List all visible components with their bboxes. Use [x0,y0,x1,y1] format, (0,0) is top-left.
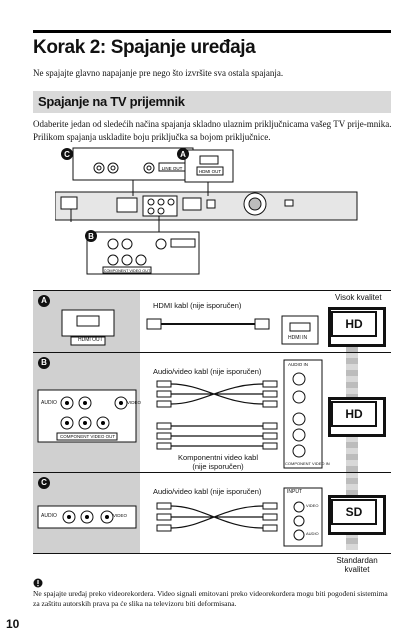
rca-jacks-c [93,162,155,174]
device-c-audio-label: AUDIO [41,513,57,519]
player-rear-panel-figure: LINE OUT HDMI OUT COMPONENT VIDEO OUT C … [55,147,358,275]
tv-b-audio-in-label: AUDIO IN [288,362,309,367]
standard-quality-label: Standardan kvalitet [322,556,392,574]
page-title: Korak 2: Spajanje uređaja [33,37,256,58]
intro-text: Ne spajajte glavno napajanje pre nego št… [33,68,284,78]
av-cable-c [156,502,278,532]
tv-b-jacks [283,359,323,469]
hdmi-in-label: HDMI IN [288,335,308,341]
tv-b-screen: HD [331,401,377,427]
badge-c: C [38,477,50,489]
device-b-component-label: COMPONENT VIDEO OUT [60,434,116,439]
device-b-jacks [37,389,137,443]
section-bar [33,91,391,113]
note-text: Ne spajajte uređaj preko videorekordera.… [33,589,388,608]
av-cable-caption-b: Audio/video kabl (nije isporučen) [153,367,262,376]
title-rule [33,30,391,33]
tv-c-screen: SD [331,499,377,525]
badge-c-top: C [64,150,70,159]
badge-b: B [38,357,50,369]
component-cable-b [156,422,278,450]
hdmi-out-jack [61,309,115,346]
tv-c-video-label: VIDEO [306,503,319,508]
device-c-video-label: VIDEO [113,513,128,518]
tv-c-audio-label: AUDIO [306,531,319,536]
component-out-label-top: COMPONENT VIDEO OUT [104,269,151,273]
note-icon [33,578,43,588]
tv-a-screen: HD [331,311,377,337]
device-b-video-label: VIDEO [127,400,142,405]
standard-quality-line1: Standardan [336,556,378,565]
hdmi-in-jack [281,315,319,345]
component-cable-caption: Komponentni video kabl (nije isporučen) [163,453,273,471]
section-title: Spajanje na TV prijemnik [38,94,185,109]
tv-b-component-in-label: COMPONENT VIDEO IN [285,461,330,466]
panel-c: C AUDIO VIDEO Audio/video kabl (nije isp… [33,472,391,554]
hdmi-out-label-top: HDMI OUT [199,169,221,174]
component-cable-caption-line1: Komponentni video kabl [177,453,259,462]
panel-a: A HDMI OUT HDMI kabl (nije isporučen) HD… [33,290,391,353]
component-cable-caption-line2: (nije isporučen) [192,462,244,471]
hdmi-cable [146,318,270,330]
page-number: 10 [6,617,20,631]
panel-b: B AUDIO VIDEO COMPONENT VIDEO OUT Audio/… [33,352,391,473]
badge-b-top: B [88,232,94,241]
av-cable-b [156,380,278,408]
hdmi-out-label: HDMI OUT [78,337,103,343]
av-cable-caption-c: Audio/video kabl (nije isporučen) [153,487,262,496]
tv-c-jacks [283,487,323,547]
badge-a-top: A [180,150,186,159]
standard-quality-line2: kvalitet [344,565,370,574]
device-b-audio-label: AUDIO [41,400,57,406]
device-c-jacks [37,505,137,529]
hdmi-cable-caption: HDMI kabl (nije isporučen) [153,301,242,310]
badge-a: A [38,295,50,307]
tv-c-input-label: INPUT [287,489,302,495]
line-out-label: LINE OUT [162,166,183,171]
body-text: Odaberite jedan od sledećih načina spaja… [33,119,392,142]
high-quality-label: Visok kvalitet [335,293,382,302]
